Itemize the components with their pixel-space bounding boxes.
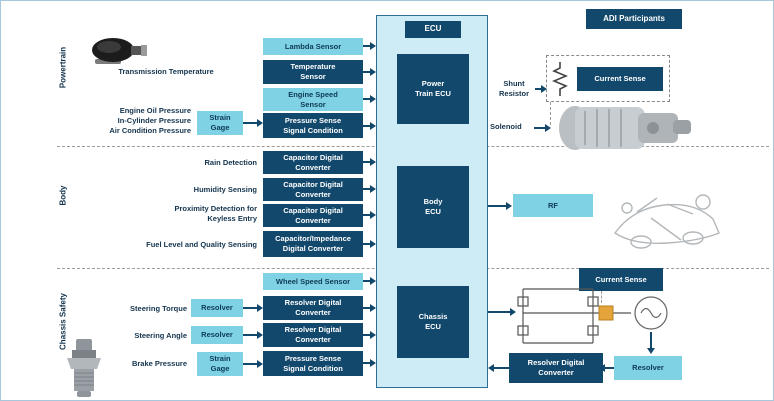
steering-angle-label: Steering Angle <box>134 331 187 340</box>
capacitor-converter-box-2: Capacitor Digital Converter <box>263 178 363 201</box>
air-condition-pressure-label: Air Condition Pressure <box>109 125 191 135</box>
engine-speed-sensor-box: Engine Speed Sensor <box>263 88 363 111</box>
resolver-digital-converter-box-1: Resolver Digital Converter <box>263 296 363 320</box>
arrow-rdc2-to-ecu <box>363 331 376 339</box>
capacitor-impedance-converter-box: Capacitor/Impedance Digital Converter <box>263 231 363 257</box>
steering-torque-label: Steering Torque <box>130 304 187 313</box>
strain-gage-box-powertrain: Strain Gage <box>197 111 243 135</box>
engine-oil-pressure-label: Engine Oil Pressure <box>119 106 191 115</box>
arrow-to-solenoid <box>534 124 551 132</box>
arrow-pssc-to-ecu <box>363 359 376 367</box>
current-sense-block: Current Sense <box>546 55 670 102</box>
resolver-digital-converter-box-2: Resolver Digital Converter <box>263 323 363 347</box>
pressure-sense-box-powertrain: Pressure Sense Signal Condition <box>263 113 363 138</box>
arrow-motor-to-resolver <box>647 332 655 354</box>
strain-gage-box-chassis: Strain Gage <box>197 352 243 376</box>
resolver-box-2: Resolver <box>191 326 243 344</box>
arrow-resolver2-to-converter <box>243 331 263 339</box>
currentsense-to-solenoid-connector <box>550 102 551 125</box>
rf-box: RF <box>513 194 593 217</box>
arrow-straingage-to-pressuresense <box>243 119 263 127</box>
arrow-cap4-to-ecu <box>363 240 376 248</box>
humidity-sensing-label: Humidity Sensing <box>193 185 257 194</box>
arrow-cap2-to-ecu <box>363 185 376 193</box>
current-sense-box-powertrain: Current Sense <box>577 67 663 91</box>
solenoid-label: Solenoid <box>490 122 522 131</box>
arrow-cap1-to-ecu <box>363 158 376 166</box>
arrow-chassisecu-to-bridge <box>488 308 516 316</box>
body-ecu-box: Body ECU <box>397 166 469 248</box>
arrow-resolverconverter-to-ecu <box>488 364 509 372</box>
powertrain-ecu-box: Power Train ECU <box>397 54 469 124</box>
transmission-photo <box>553 98 693 158</box>
capacitor-converter-box-3: Capacitor Digital Converter <box>263 204 363 227</box>
wheel-speed-sensor-box: Wheel Speed Sensor <box>263 273 363 290</box>
resolver-box-right: Resolver <box>614 356 682 380</box>
arrow-straingage2-to-converter <box>243 360 263 368</box>
arrow-pressuresense-to-ecu <box>363 122 376 130</box>
shunt-resistor-label: Shunt Resistor <box>498 79 529 98</box>
temperature-sensor-box: Temperature Sensor <box>263 60 363 84</box>
arrow-enginespeed-to-ecu <box>363 95 376 103</box>
capacitor-converter-box-1: Capacitor Digital Converter <box>263 151 363 174</box>
transmission-temperature-label: Transmission Temperature <box>118 67 214 76</box>
resolver-digital-converter-box-right: Resolver Digital Converter <box>509 353 603 383</box>
pressure-sensor-photo <box>59 337 109 399</box>
arrow-temperature-to-ecu <box>363 68 376 76</box>
ecu-panel-title: ECU <box>405 21 461 38</box>
transmission-temp-sensor-photo <box>87 34 151 68</box>
shunt-resistor-icon <box>552 61 568 97</box>
pressure-sense-box-chassis: Pressure Sense Signal Condition <box>263 351 363 376</box>
arrow-resolver-to-converter <box>599 364 614 372</box>
pressure-labels: Engine Oil Pressure In-Cylinder Pressure… <box>61 106 191 136</box>
section-label-body: Body <box>58 185 68 206</box>
adi-participants-badge: ADI Participants <box>586 9 682 29</box>
car-chassis-sketch <box>607 178 723 268</box>
arrow-to-currentsense-block <box>535 85 547 93</box>
arrow-bodyecu-to-rf <box>488 202 512 210</box>
arrow-lambda-to-ecu <box>363 42 376 50</box>
lambda-sensor-box: Lambda Sensor <box>263 38 363 55</box>
rain-detection-label: Rain Detection <box>204 158 257 167</box>
section-label-powertrain: Powertrain <box>58 46 68 89</box>
ecu-panel: ECU Power Train ECU Body ECU Chassis ECU <box>376 15 488 388</box>
h-bridge-motor-circuit <box>513 281 675 351</box>
currentsense-to-bridge-connector <box>601 291 602 303</box>
current-sense-box-chassis: Current Sense <box>579 268 663 291</box>
arrow-rdc1-to-ecu <box>363 304 376 312</box>
proximity-detection-label: Proximity Detection for Keyless Entry <box>174 204 257 223</box>
arrow-resolver1-to-converter <box>243 304 263 312</box>
brake-pressure-label: Brake Pressure <box>131 359 187 368</box>
arrow-cap3-to-ecu <box>363 211 376 219</box>
fuel-level-label: Fuel Level and Quality Sensing <box>146 240 257 249</box>
resolver-box-1: Resolver <box>191 299 243 317</box>
in-cylinder-pressure-label: In-Cylinder Pressure <box>117 115 191 125</box>
chassis-ecu-box: Chassis ECU <box>397 286 469 358</box>
arrow-wheelspeed-to-ecu <box>363 277 376 285</box>
